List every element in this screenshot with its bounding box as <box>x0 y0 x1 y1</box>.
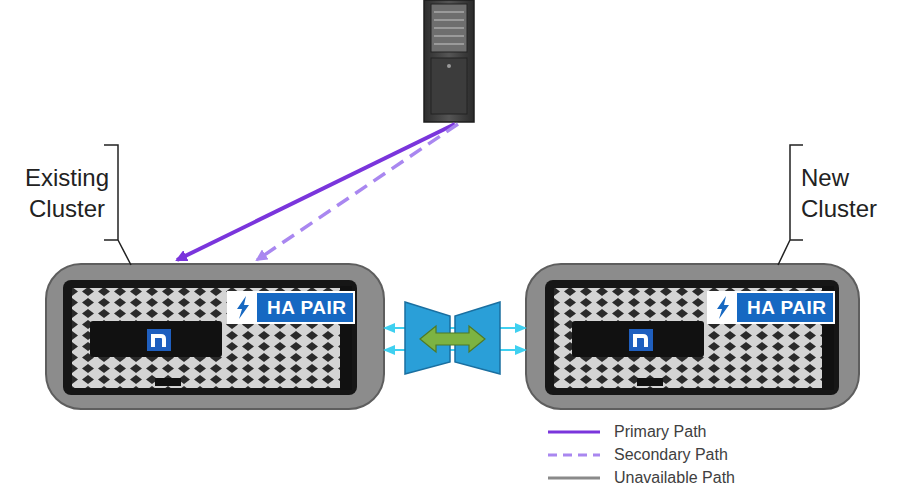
cluster-bracket <box>104 145 131 265</box>
legend: Primary PathSecondary PathUnavailable Pa… <box>548 420 735 489</box>
legend-swatch <box>548 427 600 437</box>
cluster-heading: Existing Cluster <box>15 162 119 224</box>
lightning-icon <box>709 293 737 322</box>
secondary-path <box>257 124 458 260</box>
lightning-icon <box>229 293 257 322</box>
badge-label: HA PAIR <box>267 297 347 319</box>
legend-row: Secondary Path <box>548 443 735 466</box>
ha-pair-badge: HA PAIR <box>707 291 835 324</box>
primary-path <box>177 124 455 260</box>
cluster-bracket <box>778 145 803 265</box>
legend-label: Primary Path <box>614 423 706 441</box>
server-tower <box>424 0 474 122</box>
replication-icon <box>405 302 500 374</box>
legend-row: Unavailable Path <box>548 466 735 489</box>
storage-controller <box>545 280 839 395</box>
legend-label: Secondary Path <box>614 446 728 464</box>
storage-controller <box>63 280 357 395</box>
badge-label: HA PAIR <box>747 297 827 319</box>
legend-swatch <box>548 450 600 460</box>
cluster-heading: New Cluster <box>801 162 897 224</box>
legend-label: Unavailable Path <box>614 469 735 487</box>
ha-pair-badge: HA PAIR <box>227 291 355 324</box>
legend-swatch <box>548 473 600 483</box>
legend-row: Primary Path <box>548 420 735 443</box>
